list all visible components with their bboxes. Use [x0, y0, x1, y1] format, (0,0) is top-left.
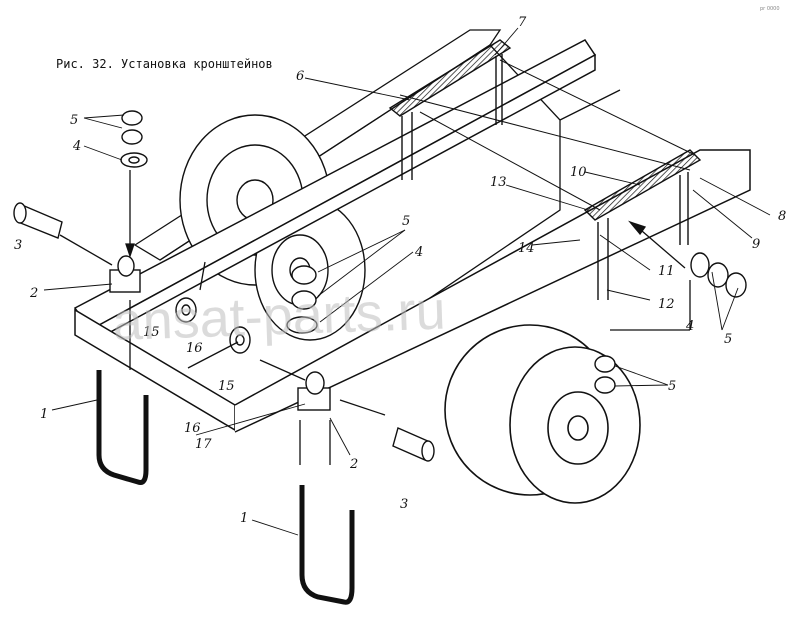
nut-stack-center: [286, 265, 318, 334]
connecting-rods: [399, 59, 696, 211]
callout-2-left: 2: [29, 286, 38, 301]
callout-1-lower: 1: [240, 511, 248, 526]
bracket-left: [109, 255, 141, 293]
callout-6: 6: [296, 69, 304, 84]
callout-12: 12: [658, 297, 675, 312]
wheel-front-right: [444, 324, 641, 504]
callout-4-right: 4: [685, 319, 694, 334]
callout-16-lower: 16: [184, 421, 201, 436]
bracket-rail-front: [583, 149, 702, 300]
watermark-text: ansat-parts.ru: [112, 280, 447, 352]
callout-3-lower: 3: [400, 497, 408, 512]
callout-1-left: 1: [40, 407, 48, 422]
callout-4-upper: 4: [72, 139, 81, 154]
corner-mark: pr 0000: [760, 6, 780, 12]
callout-15-left: 15: [143, 325, 160, 340]
u-bolt-left: [96, 370, 149, 485]
callout-2-lower: 2: [349, 457, 358, 472]
callout-10: 10: [570, 165, 587, 180]
leader-lines: [43, 27, 771, 536]
callout-4-center: 4: [414, 245, 423, 260]
pin-upper-left: [13, 202, 63, 239]
callout-11: 11: [658, 264, 675, 279]
callout-3-left: 3: [14, 238, 22, 253]
callout-5-lower-right: 5: [668, 379, 676, 394]
nut-stack-right: [690, 252, 747, 298]
pin-lower: [392, 427, 435, 462]
callout-5-right: 5: [724, 332, 732, 347]
callout-labels: 5 4 3 2 15 16 15 1 16 17 1 2 3 5 4 6 7 1…: [14, 15, 786, 526]
cotter-pin: [187, 261, 239, 369]
callout-7: 7: [518, 15, 527, 30]
nut-stack-lower-right: [594, 355, 616, 394]
bracket-rail-rear: [388, 39, 512, 180]
u-bolt-lower: [299, 485, 355, 605]
nut-stack-upper-left: [120, 110, 148, 168]
callout-17: 17: [195, 437, 212, 452]
assembly-arrows: [59, 170, 691, 465]
callout-5-upper: 5: [70, 113, 78, 128]
bracket-center: [297, 371, 331, 411]
callout-8: 8: [778, 209, 786, 224]
callout-16-upper: 16: [186, 341, 203, 356]
frame-crossmember: [74, 149, 751, 433]
washers: [175, 297, 251, 354]
callout-5-center: 5: [402, 214, 410, 229]
callout-13: 13: [490, 175, 507, 190]
callout-9: 9: [752, 237, 760, 252]
callout-14: 14: [518, 241, 535, 256]
callout-15-lower: 15: [218, 379, 235, 394]
figure-caption: Рис. 32. Установка кронштейнов: [56, 57, 273, 71]
